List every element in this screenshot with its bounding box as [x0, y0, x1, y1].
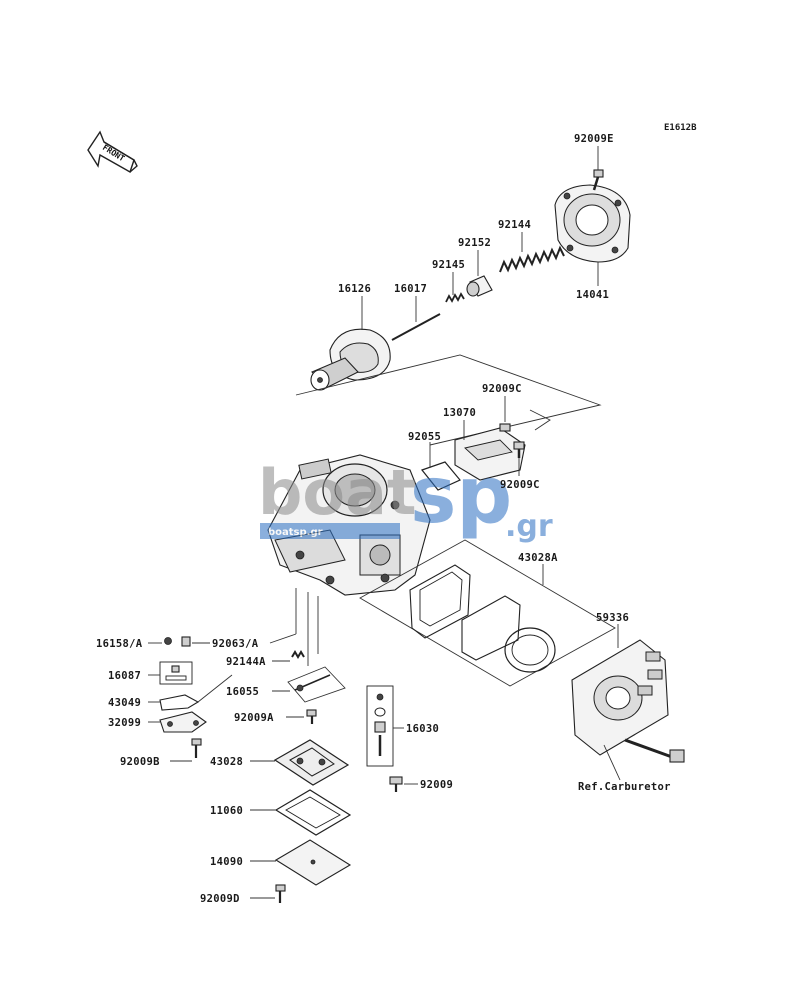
label-59336: 59336: [596, 612, 629, 624]
label-92063A: 92063/A: [212, 638, 259, 650]
part-92063A-jet: [181, 636, 191, 647]
part-92009-screw: [389, 776, 403, 792]
label-32099: 32099: [108, 717, 141, 729]
watermark: boat sp .gr boatsp.gr: [258, 451, 553, 544]
label-92009: 92009: [420, 779, 453, 791]
label-92009C-top: 92009C: [482, 383, 522, 395]
part-92145-spring: [445, 292, 465, 303]
label-16126: 16126: [338, 283, 371, 295]
part-59336-pump: [571, 639, 685, 763]
part-32099-plate: [159, 711, 207, 733]
part-92009B-screw: [191, 738, 202, 758]
label-14041: 14041: [576, 289, 609, 301]
part-14090-cover: [274, 839, 352, 886]
label-92009C-bot: 92009C: [500, 479, 540, 491]
part-11060-gasket: [274, 789, 352, 836]
watermark-brand-left: boat: [258, 456, 416, 529]
label-92145: 92145: [432, 259, 465, 271]
label-16030: 16030: [406, 723, 439, 735]
label-43028A: 43028A: [518, 552, 558, 564]
part-13070-bracket: [454, 427, 526, 481]
part-92009C-top-screw: [499, 423, 511, 432]
part-14041-cover: [554, 184, 631, 263]
part-92009D-screw: [275, 884, 286, 903]
watermark-brand-right: sp: [410, 451, 512, 541]
watermark-domain: boatsp.gr: [268, 527, 323, 538]
part-16030-needle-valve: [366, 685, 394, 767]
front-arrow-icon: FRONT: [87, 130, 138, 174]
part-16158A-nut: [164, 637, 172, 645]
bracket-line-top: [295, 354, 602, 446]
part-labels: 92009E 92144 92152 92145 16126 16017 140…: [96, 133, 671, 905]
label-92009D: 92009D: [200, 893, 240, 905]
label-92009B: 92009B: [120, 756, 160, 768]
part-92009E-screw: [592, 169, 604, 191]
part-16055-lever: [287, 666, 346, 703]
part-92009C-bot-screw: [513, 441, 525, 458]
label-92055: 92055: [408, 431, 441, 443]
label-16055: 16055: [226, 686, 259, 698]
part-92055-gasket: [421, 461, 461, 491]
part-92009A-screw: [306, 709, 317, 724]
part-16087-kit: [159, 661, 193, 685]
label-43049: 43049: [108, 697, 141, 709]
label-92009A: 92009A: [234, 712, 274, 724]
label-14090: 14090: [210, 856, 243, 868]
part-92152-holder: [466, 275, 493, 297]
ref-note: Ref.Carburetor: [578, 781, 671, 793]
label-13070: 13070: [443, 407, 476, 419]
diagram-code: E1612B: [664, 123, 697, 133]
label-92144: 92144: [498, 219, 531, 231]
part-92144A-spring: [291, 650, 305, 659]
label-43028: 43028: [210, 756, 243, 768]
part-16017-needle: [391, 313, 441, 341]
label-92009E: 92009E: [574, 133, 614, 145]
watermark-brand-tld: .gr: [505, 509, 553, 544]
label-16017: 16017: [394, 283, 427, 295]
label-16087: 16087: [108, 670, 141, 682]
label-92152: 92152: [458, 237, 491, 249]
part-43049-gasket: [159, 694, 200, 711]
label-16158A: 16158/A: [96, 638, 143, 650]
leader-lines: [148, 146, 621, 899]
part-16126-piston: [310, 328, 391, 391]
label-92144A: 92144A: [226, 656, 266, 668]
part-43028-diaphragm: [273, 739, 350, 786]
label-11060: 11060: [210, 805, 243, 817]
part-92144-spring: [499, 245, 565, 273]
part-43028A-gasket-kit: [359, 539, 616, 687]
